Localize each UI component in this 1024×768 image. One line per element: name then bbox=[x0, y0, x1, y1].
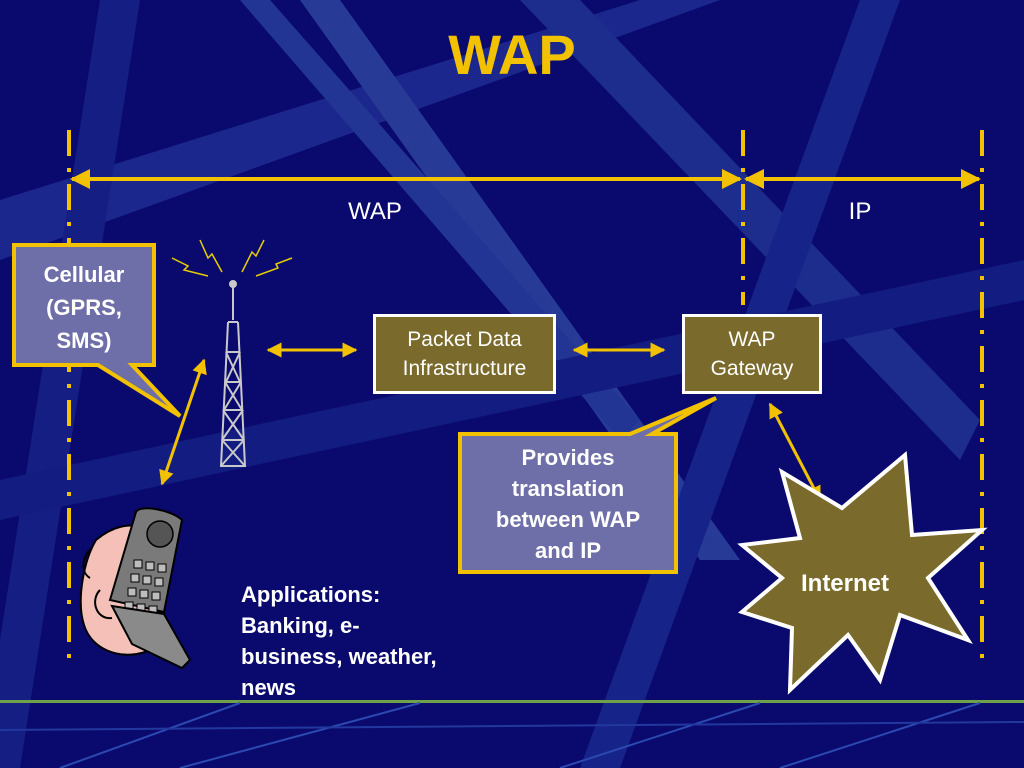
box-line: Gateway bbox=[710, 357, 794, 380]
box-line: Infrastructure bbox=[402, 357, 527, 380]
phone-to-tower-arrow bbox=[159, 358, 207, 486]
applications-line: news bbox=[241, 675, 297, 700]
callout-line: Provides bbox=[521, 445, 615, 470]
floor-lines bbox=[0, 700, 1024, 768]
wap-segment-label: WAP bbox=[348, 198, 402, 225]
internet-starburst-icon bbox=[737, 450, 988, 695]
callout-line: between WAP bbox=[495, 507, 641, 532]
callout-line: and IP bbox=[534, 538, 601, 563]
boundary-lines bbox=[67, 130, 984, 660]
ip-segment-label: IP bbox=[848, 198, 872, 225]
box-line: WAP bbox=[728, 328, 776, 351]
callout-line: translation bbox=[511, 476, 625, 501]
translation-callout: Provides translation between WAP and IP bbox=[462, 442, 674, 566]
callout-line: SMS) bbox=[56, 328, 112, 353]
cell-tower-icon bbox=[171, 239, 293, 467]
applications-line: Banking, e- bbox=[241, 613, 360, 638]
wap-gateway-box: WAP Gateway bbox=[682, 314, 822, 394]
cellular-callout-shape bbox=[12, 243, 182, 418]
applications-line: business, weather, bbox=[241, 644, 437, 669]
signal-bolts bbox=[171, 239, 293, 277]
internet-label: Internet bbox=[800, 570, 889, 597]
gateway-to-internet-arrow bbox=[768, 402, 822, 502]
applications-text: Applications: Banking, e- business, weat… bbox=[241, 579, 491, 703]
box-line: Packet Data bbox=[407, 328, 522, 351]
page-title: WAP bbox=[448, 23, 576, 86]
translation-callout-shape bbox=[458, 396, 717, 574]
connection-arrows bbox=[159, 342, 822, 502]
cellular-callout: Cellular (GPRS, SMS) bbox=[14, 258, 154, 357]
packet-data-infrastructure-box: Packet Data Infrastructure bbox=[373, 314, 556, 394]
callout-line: Cellular bbox=[43, 262, 125, 287]
mobile-phone-icon bbox=[79, 507, 192, 670]
callout-line: (GPRS, bbox=[46, 295, 122, 320]
applications-line: Applications: bbox=[241, 582, 381, 607]
